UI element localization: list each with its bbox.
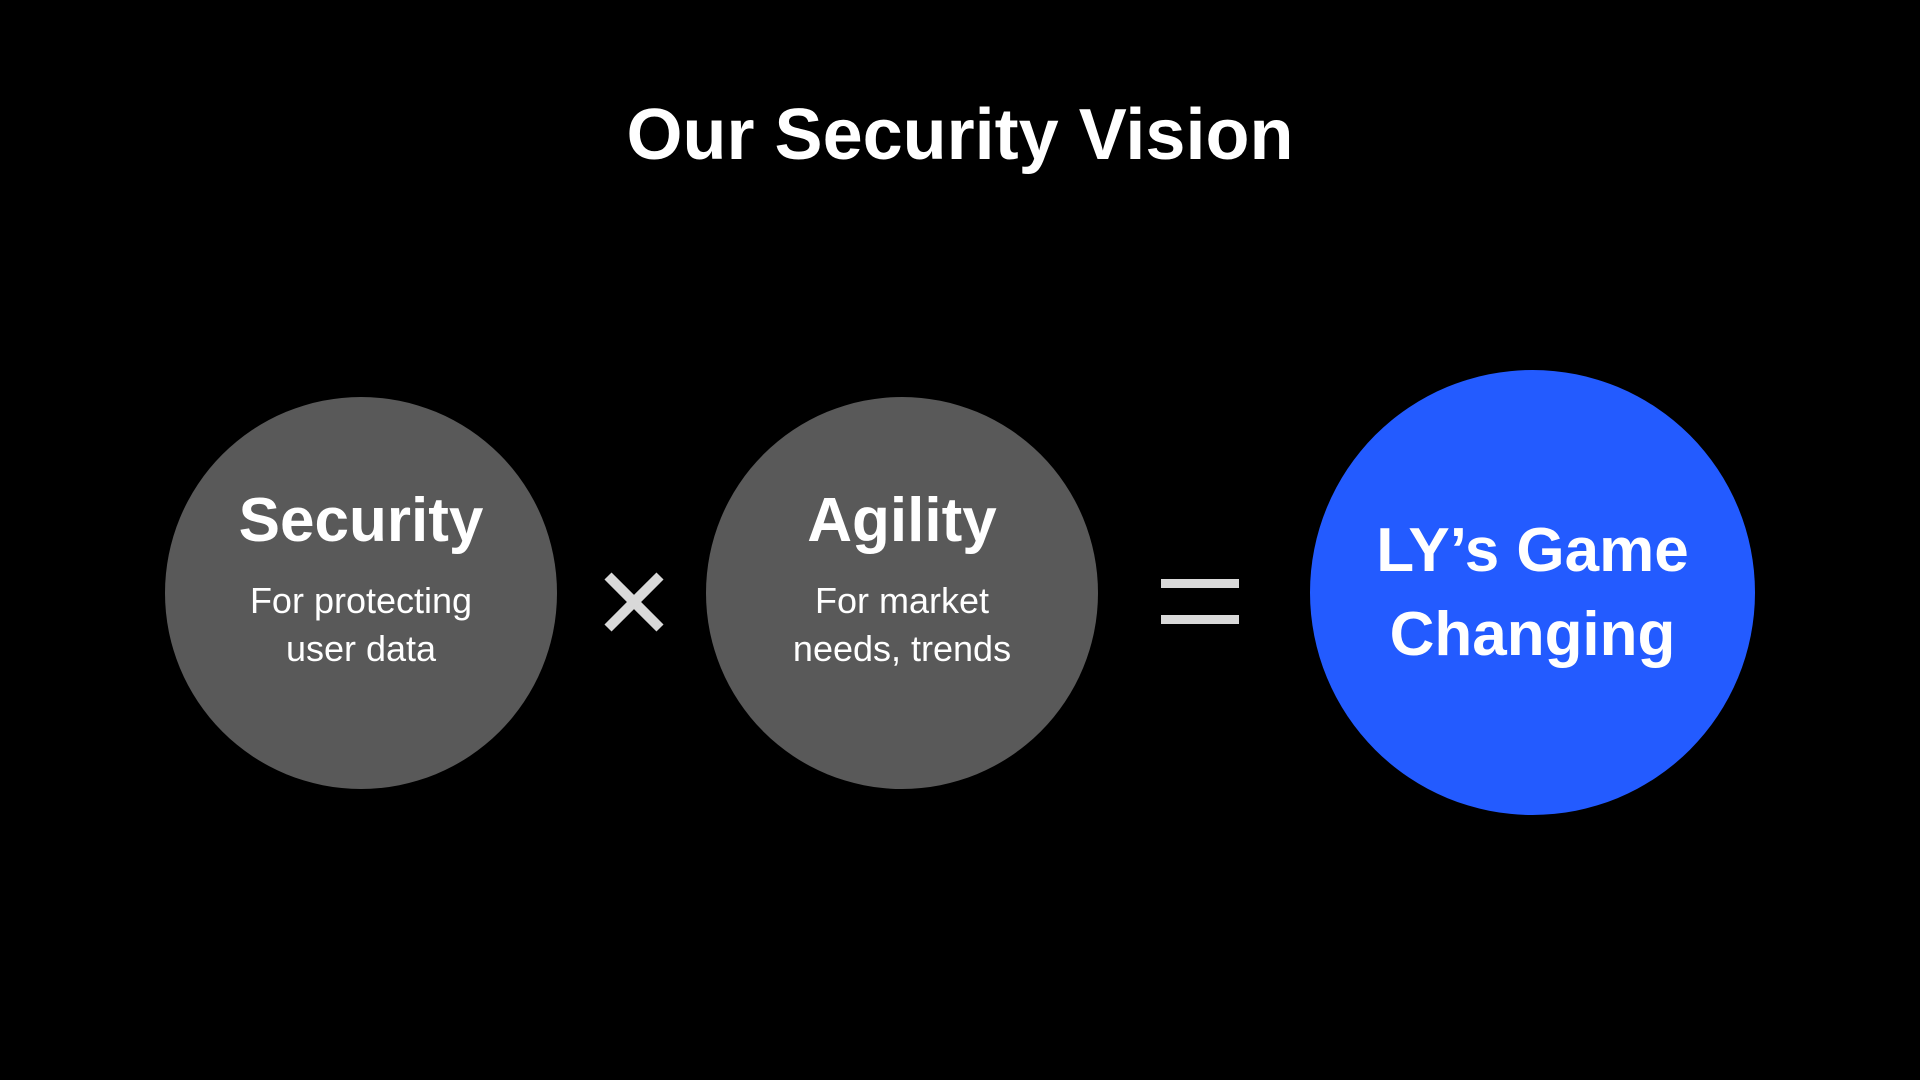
security-heading: Security xyxy=(238,486,484,555)
slide-title: Our Security Vision xyxy=(626,95,1294,175)
agility-subtext: For market needs, trends xyxy=(792,580,1012,669)
multiply-icon-svg xyxy=(604,572,664,632)
game-changing-circle: LY’s Game Changing xyxy=(1310,370,1755,815)
security-subtext: For protecting user data xyxy=(249,580,473,669)
equals-icon xyxy=(1160,568,1240,638)
agility-circle: Agility For market needs, trends xyxy=(706,397,1098,789)
security-circle: Security For protecting user data xyxy=(165,397,557,789)
game-changing-label: LY’s Game Changing xyxy=(1376,515,1689,669)
agility-heading: Agility xyxy=(807,486,997,555)
multiply-icon xyxy=(594,562,674,642)
equals-icon-svg xyxy=(1161,579,1239,624)
